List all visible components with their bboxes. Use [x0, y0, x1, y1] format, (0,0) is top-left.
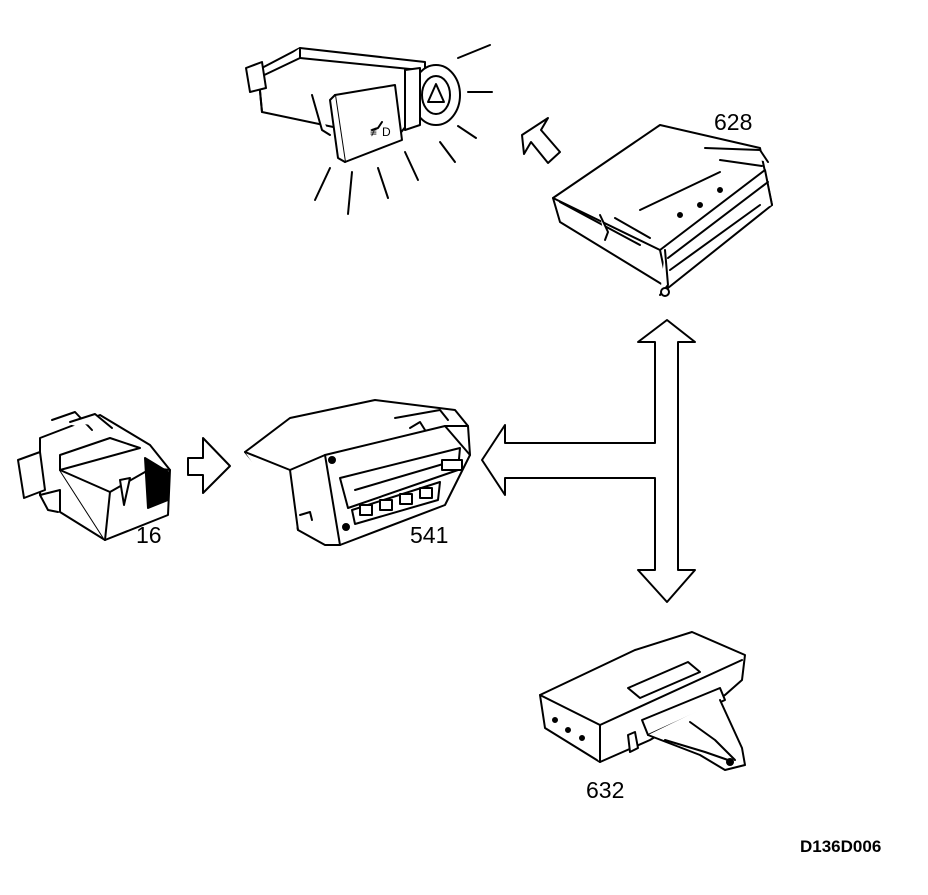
arrow-to-switch-panel [521, 117, 561, 164]
ecu-632-label: 632 [586, 777, 625, 803]
switch-16-label: 16 [136, 522, 162, 548]
ecu-628-label: 628 [714, 109, 753, 135]
control-unit-628 [552, 124, 773, 297]
drawing-code: D136D006 [800, 837, 882, 856]
fog-light-switch-panel: ≢D [245, 44, 493, 215]
data-bus-connector [481, 319, 696, 603]
display-541-label: 541 [410, 522, 449, 548]
arrow-switch-to-display [187, 437, 231, 494]
light-rays [314, 44, 493, 215]
display-unit-541 [244, 399, 471, 546]
svg-text:≢D: ≢D [370, 125, 391, 139]
control-unit-632 [539, 631, 746, 771]
switch-16 [17, 411, 171, 541]
